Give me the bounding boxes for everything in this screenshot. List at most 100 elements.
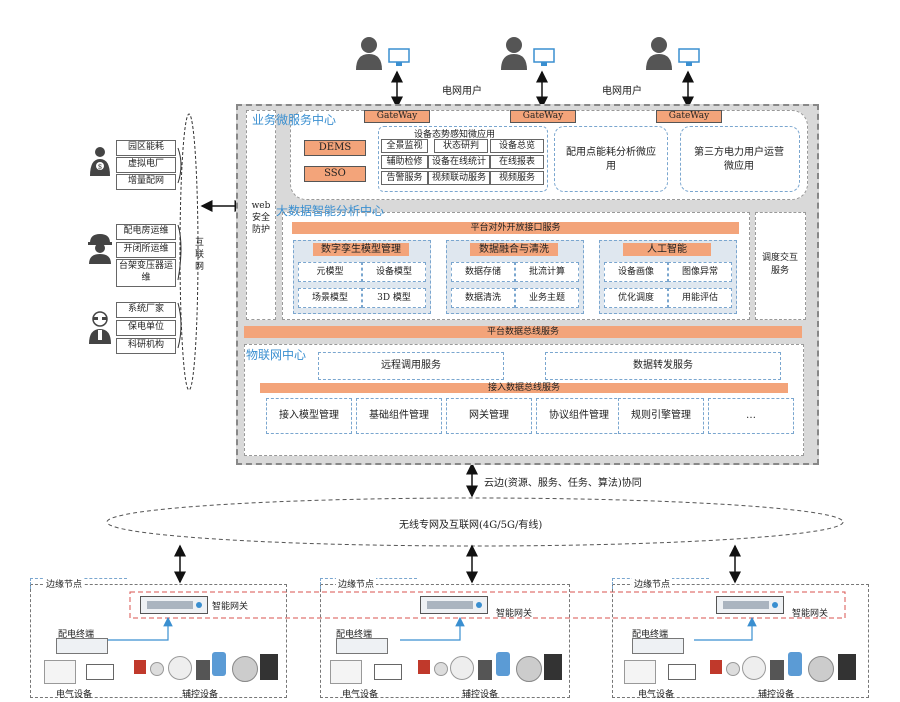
internet-label: 互联网 xyxy=(195,238,205,272)
twin-item: 元模型 xyxy=(298,262,362,282)
third-party-app-label: 第三方电力用户运营微应用 xyxy=(694,147,784,172)
breaker-icon xyxy=(374,664,402,680)
aux-device-label: 辅控设备 xyxy=(758,690,795,700)
energy-analysis-app-box xyxy=(554,126,668,192)
device-item: 设备总览 xyxy=(490,139,544,153)
edge-node-1 xyxy=(30,584,287,698)
worker-icon xyxy=(86,232,114,264)
left-item-virtual-plant: 虚拟电厂 xyxy=(116,157,176,173)
user-icon xyxy=(500,36,528,70)
business-center-title: 业务微服务中心 xyxy=(252,113,337,127)
digital-twin-title: 数字孪生模型管理 xyxy=(313,243,409,256)
smart-gateway-label: 智能网关 xyxy=(496,609,533,619)
ai-item: 图像异常 xyxy=(668,262,732,282)
iot-center-title: 物联网中心 xyxy=(246,348,307,362)
meter-icon xyxy=(44,660,76,684)
device-item: 视频服务 xyxy=(490,171,544,185)
monitor-icon xyxy=(388,48,410,68)
device-item: 辅助检修 xyxy=(381,155,428,169)
smart-gateway-device xyxy=(716,596,784,614)
device-awareness-title: 设备态势感知微应用 xyxy=(414,130,496,140)
electrical-device-label: 电气设备 xyxy=(342,690,379,700)
breaker-icon xyxy=(668,664,696,680)
bigdata-center-title: 大数据智能分析中心 xyxy=(276,204,385,218)
edge-node-3 xyxy=(612,584,869,698)
cloud-edge-label: 云边(资源、服务、任务、算法)协同 xyxy=(484,478,642,489)
device-item: 设备在线统计 xyxy=(428,155,490,169)
terminal-label: 配电终端 xyxy=(632,630,669,640)
access-control-icon xyxy=(260,654,278,680)
smoke-detector-icon xyxy=(150,662,164,676)
breaker-icon xyxy=(86,664,114,680)
dispatch-service-box xyxy=(755,212,806,320)
water-sensor-icon xyxy=(212,652,226,676)
left-item-transformer-ops: 台架变压器运维 xyxy=(116,259,176,287)
edge-node-title: 边缘节点 xyxy=(44,577,85,590)
aux-device-label: 辅控设备 xyxy=(182,690,219,700)
access-control-icon xyxy=(544,654,562,680)
access-control-icon xyxy=(838,654,856,680)
terminal-device xyxy=(56,638,108,654)
edge-node-2 xyxy=(320,584,570,698)
left-item-switching-ops: 开闭所运维 xyxy=(116,242,176,258)
alarm-icon xyxy=(710,660,722,674)
terminal-device xyxy=(336,638,388,654)
platform-data-bus: 平台数据总线服务 xyxy=(244,326,802,338)
device-item: 全景监视 xyxy=(381,139,428,153)
left-item-substation-ops: 配电房运维 xyxy=(116,224,176,240)
money-person-icon: $ xyxy=(88,146,112,176)
electrical-device-label: 电气设备 xyxy=(56,690,93,700)
fusion-item: 业务主题 xyxy=(515,288,579,308)
smart-gateway-device xyxy=(140,596,208,614)
twin-item: 场景模型 xyxy=(298,288,362,308)
left-item-system-vendor: 系统厂家 xyxy=(116,302,176,318)
device-item: 在线报表 xyxy=(490,155,544,169)
data-forward-service: 数据转发服务 xyxy=(545,352,781,380)
camera-icon xyxy=(516,656,542,682)
ai-item: 优化调度 xyxy=(604,288,668,308)
twin-item: 设备模型 xyxy=(362,262,426,282)
device-item: 告警服务 xyxy=(381,171,428,185)
remote-call-service: 远程调用服务 xyxy=(318,352,504,380)
alarm-icon xyxy=(134,660,146,674)
smart-gateway-device xyxy=(420,596,488,614)
grid-user-label-left: 电网用户 xyxy=(442,86,482,97)
smart-gateway-label: 智能网关 xyxy=(792,609,829,619)
iot-module: 接入模型管理 xyxy=(266,398,352,434)
access-data-bus: 接入数据总线服务 xyxy=(260,383,788,393)
left-item-research: 科研机构 xyxy=(116,338,176,354)
iot-module: 协议组件管理 xyxy=(536,398,622,434)
fusion-item: 批流计算 xyxy=(515,262,579,282)
ai-item: 用能评估 xyxy=(668,288,732,308)
terminal-label: 配电终端 xyxy=(58,630,95,640)
gateway-2: GateWay xyxy=(510,110,576,123)
open-api-service-bar: 平台对外开放接口服务 xyxy=(292,222,739,234)
edge-node-title: 边缘节点 xyxy=(632,577,673,590)
sensor-icon xyxy=(196,660,210,680)
svg-text:$: $ xyxy=(98,163,102,171)
water-sensor-icon xyxy=(496,652,510,676)
engineer-icon xyxy=(86,310,114,344)
device-item: 视频联动服务 xyxy=(428,171,490,185)
third-party-app-box xyxy=(680,126,800,192)
left-item-incremental-grid: 增量配网 xyxy=(116,174,176,190)
ai-item: 设备画像 xyxy=(604,262,668,282)
sensor-icon xyxy=(770,660,784,680)
gateway-1: GateWay xyxy=(364,110,430,123)
electrical-device-label: 电气设备 xyxy=(638,690,675,700)
smart-gateway-label: 智能网关 xyxy=(212,602,249,612)
web-security-label: web安全防护 xyxy=(251,201,271,235)
sso-box: SSO xyxy=(304,166,366,182)
smoke-detector-icon xyxy=(726,662,740,676)
dispatch-service-label: 调度交互服务 xyxy=(761,253,798,276)
user-icon xyxy=(355,36,383,70)
fusion-item: 数据清洗 xyxy=(451,288,515,308)
gateway-3: GateWay xyxy=(656,110,722,123)
aux-device-label: 辅控设备 xyxy=(462,690,499,700)
fan-icon xyxy=(450,656,474,680)
grid-user-label-right: 电网用户 xyxy=(602,86,642,97)
web-security-column xyxy=(246,110,276,320)
user-icon xyxy=(645,36,673,70)
meter-icon xyxy=(330,660,362,684)
